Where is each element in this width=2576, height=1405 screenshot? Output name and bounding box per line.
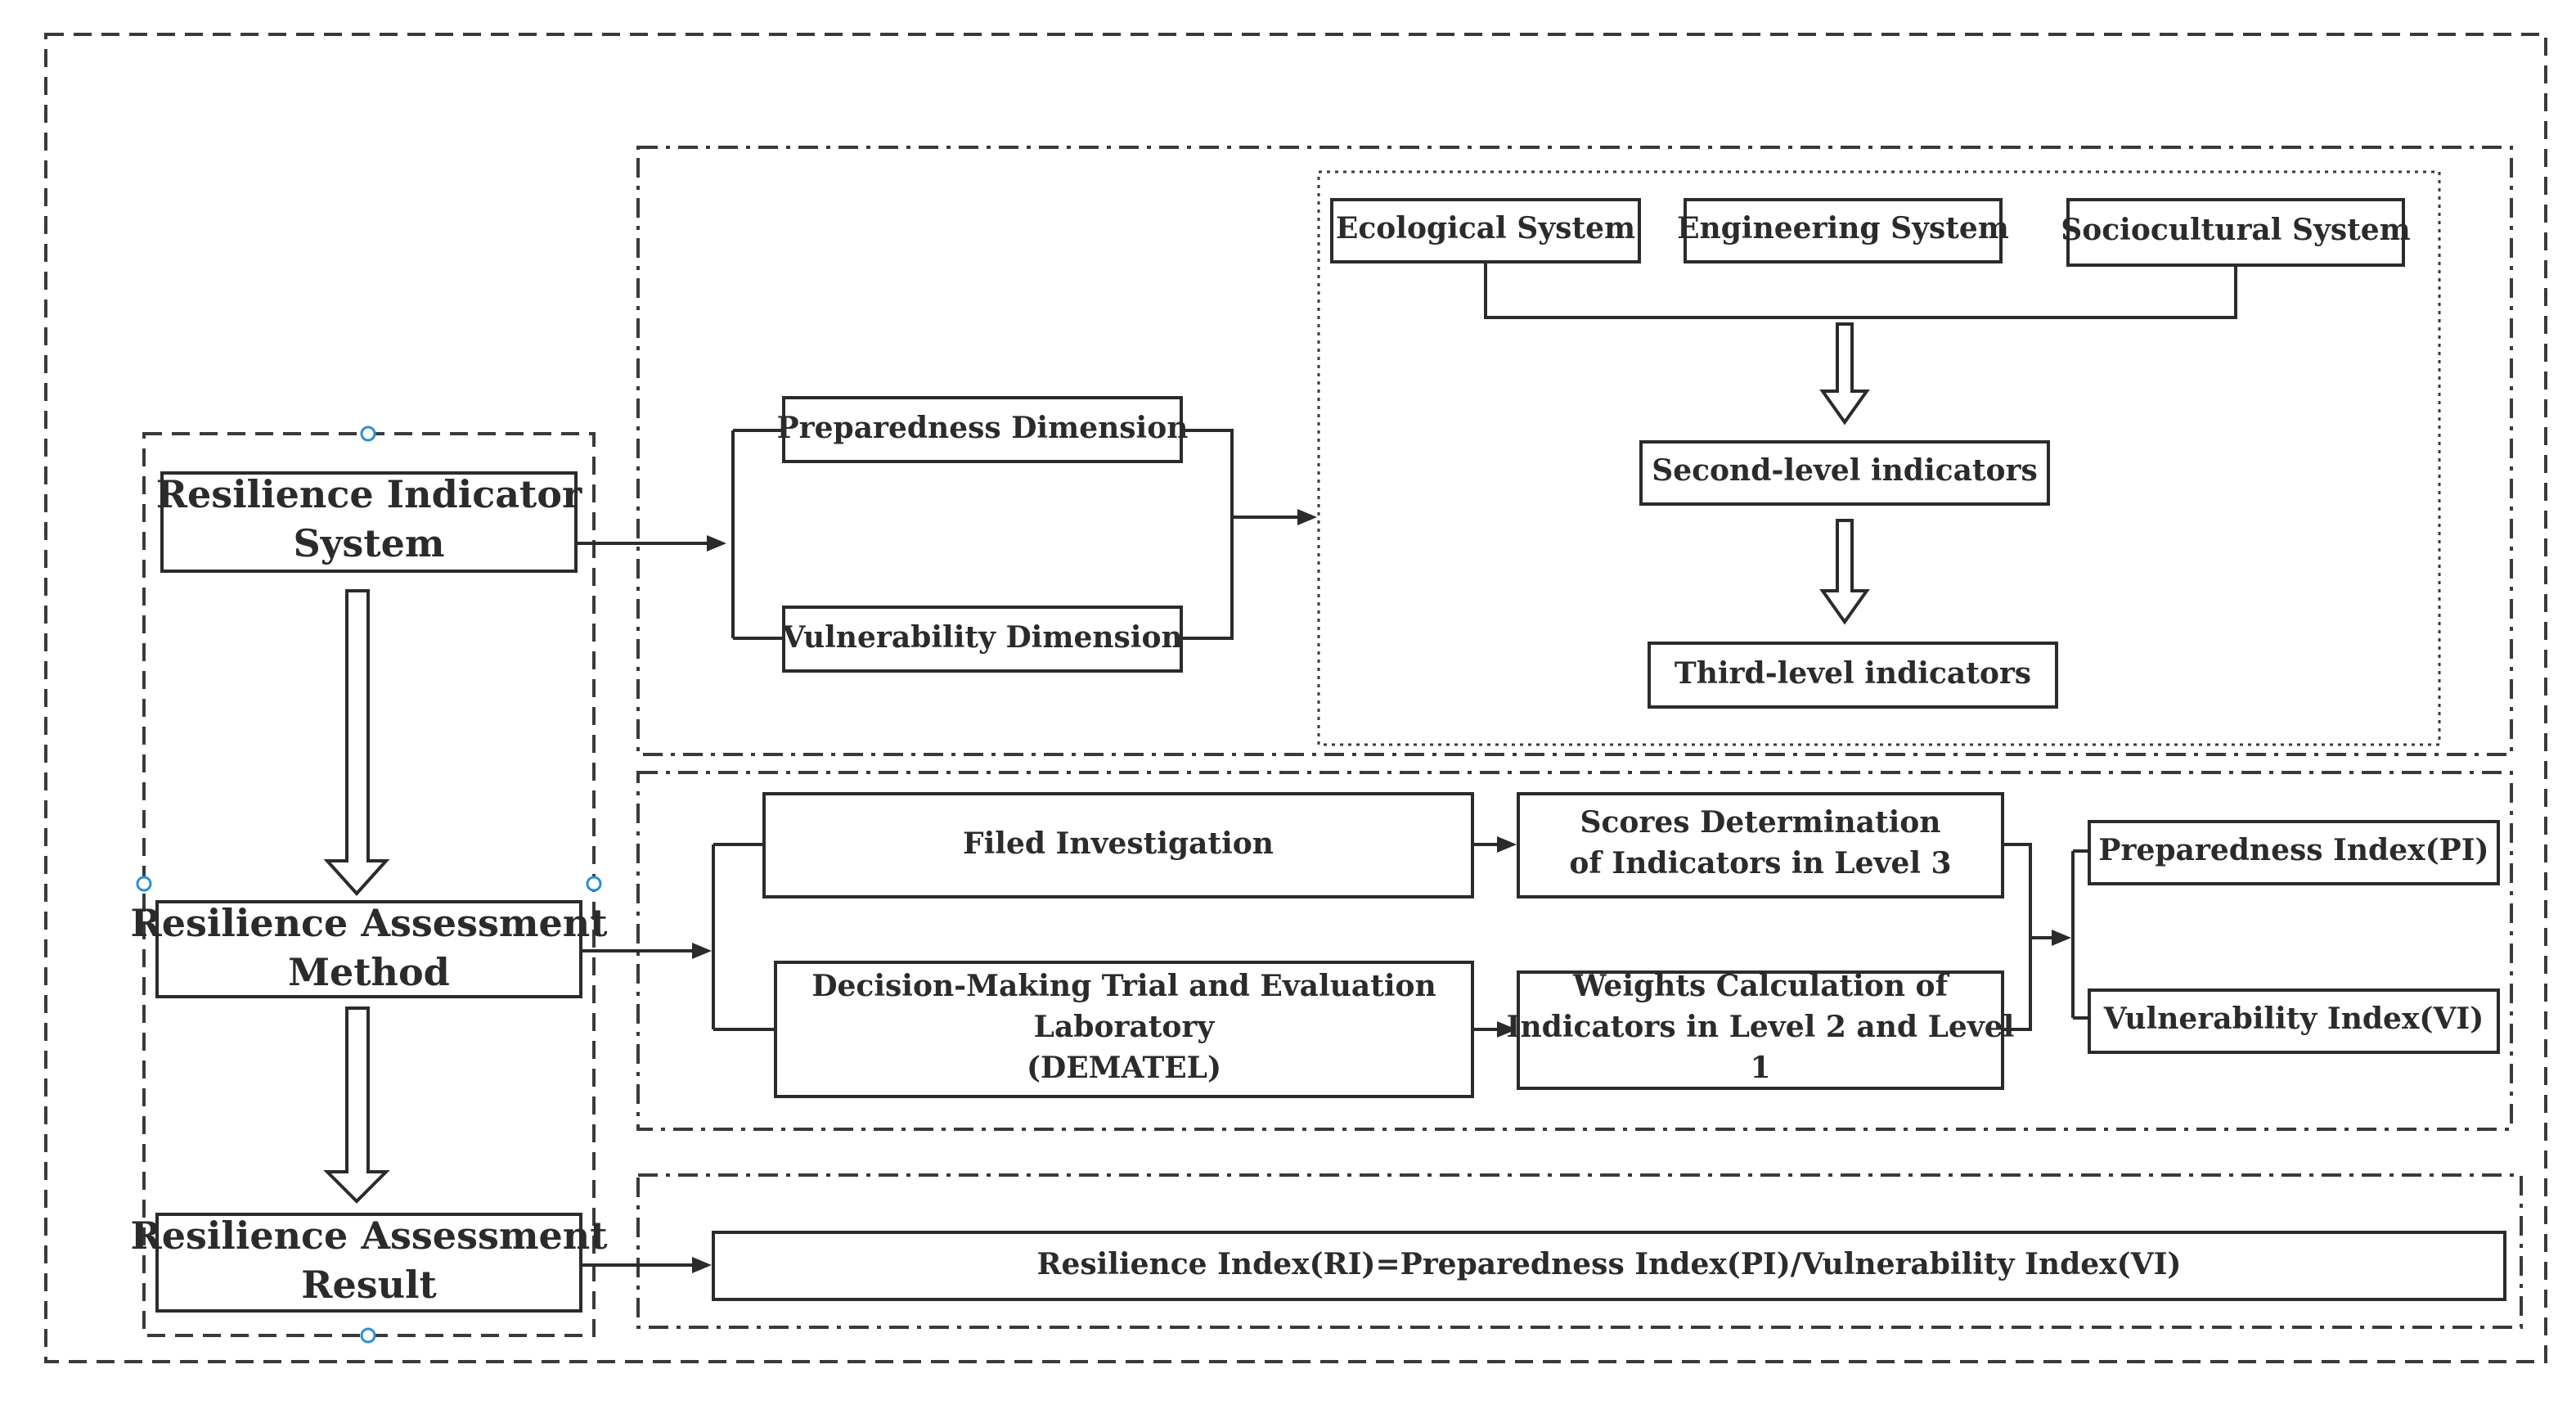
second-level-label: Second-level indicators [1652,453,2038,488]
third-level-label: Third-level indicators [1675,656,2031,691]
second-level-indicators-box[interactable]: Second-level indicators [1639,440,2050,506]
engineering-system-box[interactable]: Engineering System [1677,198,2009,263]
arrow-head-result [692,1257,712,1273]
vulnerability-index-box[interactable]: Vulnerability Index(VI) [2088,988,2500,1054]
arrow-head-indicator [707,535,726,552]
arrow-head-to-system-group [1297,509,1317,525]
indicator-system-line1: Resilience Indicator [156,472,582,516]
engineering-system-label: Engineering System [1677,211,2009,245]
dematel-line1: Decision-Making Trial and Evaluation [811,969,1436,1003]
resilience-index-formula-box[interactable]: Resilience Index(RI)=Preparedness Index(… [712,1231,2506,1301]
sociocultural-system-box[interactable]: Sociocultural System [2061,198,2411,267]
indicator-system-line2: System [293,521,444,565]
sociocultural-system-label: Sociocultural System [2061,213,2411,247]
assessment-method-line1: Resilience Assessment [131,901,609,945]
weights-line2: Indicators in Level 2 and Level [1507,1010,2015,1044]
vulnerability-index-label: Vulnerability Index(VI) [2103,1002,2484,1036]
assessment-result-line2: Result [301,1263,437,1307]
arrow-head-method [692,943,712,959]
field-investigation-label: Filed Investigation [963,826,1274,861]
preparedness-dimension-box[interactable]: Preparedness Dimension [777,396,1189,463]
selection-handle-left[interactable] [136,876,152,892]
arrow-head-to-scores [1497,836,1517,853]
selection-handle-bottom[interactable] [360,1327,376,1344]
selection-handle-right[interactable] [586,876,602,892]
weights-line3: 1 [1750,1051,1770,1085]
ecological-system-box[interactable]: Ecological System [1330,198,1641,263]
preparedness-index-box[interactable]: Preparedness Index(PI) [2088,820,2500,885]
third-level-indicators-box[interactable]: Third-level indicators [1648,642,2058,709]
indicator-section-frame [636,146,2513,756]
down-arrow-method-to-result [323,1006,390,1204]
scores-determination-box[interactable]: Scores Determination of Indicators in Lev… [1517,792,2004,898]
selection-handle-top[interactable] [360,426,376,442]
weights-calculation-box[interactable]: Weights Calculation of Indicators in Leve… [1507,969,2015,1090]
field-investigation-box[interactable]: Filed Investigation [762,792,1474,898]
dematel-line3: (DEMATEL) [1027,1051,1221,1085]
dematel-line2: Laboratory [1034,1010,1216,1044]
arrow-head-to-indices [2052,930,2071,946]
scores-line1: Scores Determination [1580,805,1941,840]
down-arrow-to-third-level [1819,519,1870,625]
assessment-result-line1: Resilience Assessment [131,1214,609,1258]
vulnerability-dimension-box[interactable]: Vulnerability Dimension [781,606,1183,673]
preparedness-index-label: Preparedness Index(PI) [2098,833,2488,867]
result-section-frame [636,1173,2523,1329]
system-group-frame [1317,170,2441,746]
method-section-frame [636,771,2513,1131]
down-arrow-to-second-level [1819,322,1870,426]
svg-text:Decision-Making Trial and Eval: Decision-Making Trial and EvaluationLabo… [811,969,1436,1085]
ecological-system-label: Ecological System [1336,211,1635,245]
vulnerability-dimension-label: Vulnerability Dimension [781,620,1182,655]
resilience-index-formula: Resilience Index(RI)=Preparedness Index(… [1037,1247,2182,1281]
preparedness-dimension-label: Preparedness Dimension [777,411,1189,445]
arrow-head-to-weights [1497,1021,1517,1038]
scores-line2: of Indicators in Level 3 [1569,846,1951,880]
weights-line1: Weights Calculation of [1572,969,1950,1003]
assessment-method-line2: Method [288,950,450,994]
down-arrow-indicator-to-method [323,589,390,896]
outer-frame [44,33,2547,1363]
